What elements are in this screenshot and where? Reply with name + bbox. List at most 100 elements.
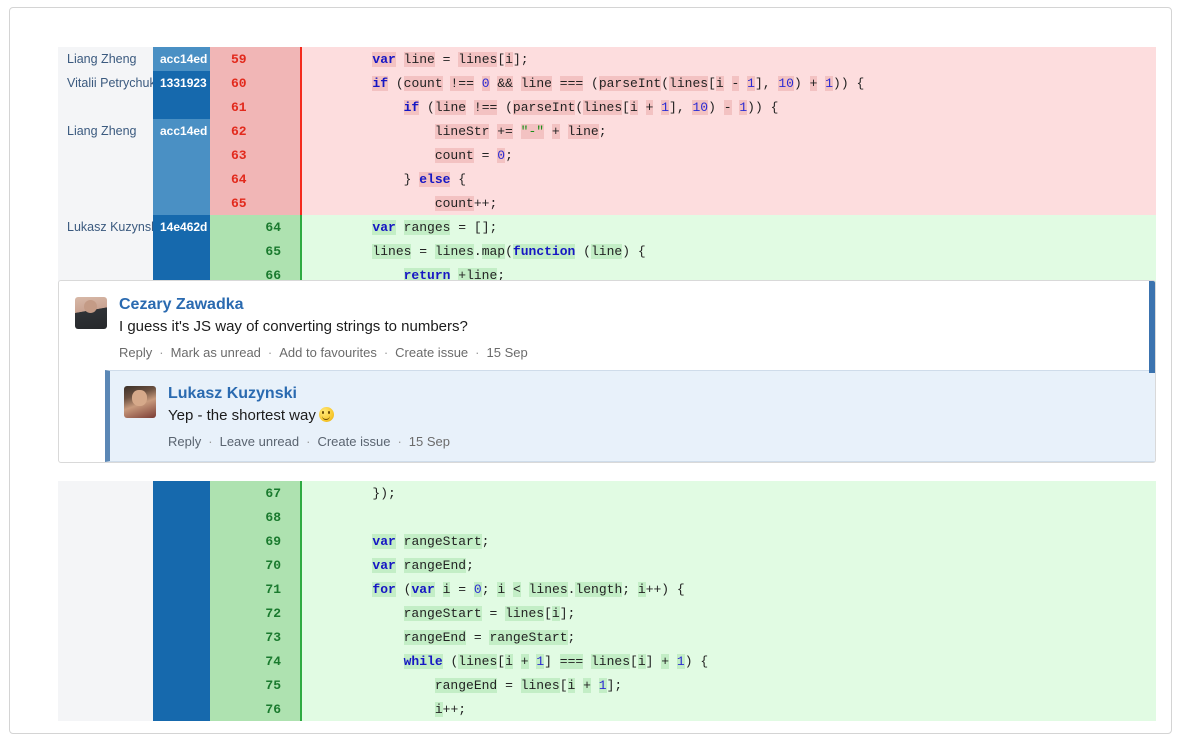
diff-line-add-71[interactable]: 71 for (var i = 0; i < lines.length; i++… xyxy=(58,577,1156,601)
blame-author[interactable]: Vitalii Petrychuk xyxy=(58,71,153,95)
line-number[interactable]: 67 xyxy=(210,481,302,505)
commit-hash-link[interactable]: acc14ed xyxy=(153,47,210,71)
comment-author-name[interactable]: Cezary Zawadka xyxy=(119,296,244,313)
line-number[interactable]: 65 xyxy=(210,239,302,263)
avatar-lukasz-kuzynski[interactable] xyxy=(124,386,156,418)
reply-action-create-issue[interactable]: Create issue xyxy=(317,434,391,449)
code-line: lines = lines.map(function (line) { xyxy=(302,239,1156,263)
blame-author-empty xyxy=(58,601,153,625)
commit-hash-empty xyxy=(153,649,210,673)
action-separator: · xyxy=(208,434,213,449)
line-number[interactable]: 64 xyxy=(210,215,302,239)
slightly-smiling-face-icon xyxy=(318,407,334,422)
line-number[interactable]: 60 xyxy=(210,71,302,95)
diff-line-del-63[interactable]: 63 count = 0; xyxy=(58,143,1156,167)
line-number[interactable]: 70 xyxy=(210,553,302,577)
diff-line-add-69[interactable]: 69 var rangeStart; xyxy=(58,529,1156,553)
diff-line-add-72[interactable]: 72 rangeStart = lines[i]; xyxy=(58,601,1156,625)
line-number[interactable]: 75 xyxy=(210,673,302,697)
diff-line-del-64[interactable]: 64 } else { xyxy=(58,167,1156,191)
commit-hash-empty xyxy=(153,601,210,625)
comment-thread: Cezary Zawadka I guess it's JS way of co… xyxy=(58,280,1156,463)
commit-hash-link[interactable]: 14e462d xyxy=(153,215,210,239)
line-number[interactable]: 59 xyxy=(210,47,302,71)
line-number[interactable]: 62 xyxy=(210,119,302,143)
line-number[interactable]: 61 xyxy=(210,95,302,119)
line-number[interactable]: 76 xyxy=(210,697,302,721)
line-number[interactable]: 71 xyxy=(210,577,302,601)
comment-text: I guess it's JS way of converting string… xyxy=(119,318,468,335)
blame-author-empty xyxy=(58,481,153,505)
diff-line-add-68[interactable]: 68 xyxy=(58,505,1156,529)
diff-line-add-73[interactable]: 73 rangeEnd = rangeStart; xyxy=(58,625,1156,649)
reply-author-name[interactable]: Lukasz Kuzynski xyxy=(168,385,297,402)
commit-hash-empty xyxy=(153,625,210,649)
blame-author[interactable]: Liang Zheng xyxy=(58,119,153,143)
diff-line-add-70[interactable]: 70 var rangeEnd; xyxy=(58,553,1156,577)
diff-line-del-65[interactable]: 65 count++; xyxy=(58,191,1156,215)
code-line: while (lines[i + 1] === lines[i] + 1) { xyxy=(302,649,1156,673)
code-line: }); xyxy=(302,481,1156,505)
blame-author-empty xyxy=(58,95,153,119)
comment-action-create-issue[interactable]: Create issue xyxy=(395,345,469,360)
line-number[interactable]: 68 xyxy=(210,505,302,529)
action-separator: · xyxy=(383,345,389,360)
comment-main: Cezary Zawadka I guess it's JS way of co… xyxy=(59,281,1155,370)
commit-hash-link[interactable]: 1331923 xyxy=(153,71,210,95)
blame-author-empty xyxy=(58,625,153,649)
commit-hash-link[interactable]: acc14ed xyxy=(153,119,210,143)
commit-hash-empty xyxy=(153,697,210,721)
avatar-cezary-zawadka[interactable] xyxy=(75,297,107,329)
comment-action-add-to-favourites[interactable]: Add to favourites xyxy=(279,345,377,360)
blame-author-empty xyxy=(58,505,153,529)
blame-author-empty xyxy=(58,649,153,673)
diff-line-add-65[interactable]: 65 lines = lines.map(function (line) { xyxy=(58,239,1156,263)
line-number[interactable]: 72 xyxy=(210,601,302,625)
diff-line-add-74[interactable]: 74 while (lines[i + 1] === lines[i] + 1)… xyxy=(58,649,1156,673)
commit-hash-empty xyxy=(153,143,210,167)
diff-line-add-67[interactable]: 67 }); xyxy=(58,481,1156,505)
diff-block-bottom: 67 });68 69 var rangeStart;70 var rangeE… xyxy=(58,481,1156,721)
line-number[interactable]: 69 xyxy=(210,529,302,553)
commit-hash-empty xyxy=(153,191,210,215)
reply-action-reply[interactable]: Reply xyxy=(168,434,202,449)
line-number[interactable]: 64 xyxy=(210,167,302,191)
blame-author-empty xyxy=(58,239,153,263)
line-number[interactable]: 73 xyxy=(210,625,302,649)
commit-hash-empty xyxy=(153,505,210,529)
blame-author-empty xyxy=(58,529,153,553)
code-line: var rangeStart; xyxy=(302,529,1156,553)
comment-reply: Lukasz Kuzynski Yep - the shortest way R… xyxy=(105,370,1155,462)
line-number[interactable]: 63 xyxy=(210,143,302,167)
comment-action-mark-as-unread[interactable]: Mark as unread xyxy=(170,345,261,360)
code-line: rangeStart = lines[i]; xyxy=(302,601,1156,625)
blame-author-empty xyxy=(58,167,153,191)
commit-hash-empty xyxy=(153,529,210,553)
action-separator: · xyxy=(397,434,402,449)
code-line: lineStr += "-" + line; xyxy=(302,119,1156,143)
diff-line-add-76[interactable]: 76 i++; xyxy=(58,697,1156,721)
line-number[interactable]: 74 xyxy=(210,649,302,673)
diff-line-add-75[interactable]: 75 rangeEnd = lines[i + 1]; xyxy=(58,673,1156,697)
blame-author[interactable]: Liang Zheng xyxy=(58,47,153,71)
comment-action-reply[interactable]: Reply xyxy=(119,345,153,360)
code-line: i++; xyxy=(302,697,1156,721)
code-line: var ranges = []; xyxy=(302,215,1156,239)
reply-text-body: Yep - the shortest way xyxy=(168,407,316,424)
diff-line-del-61[interactable]: 61 if (line !== (parseInt(lines[i + 1], … xyxy=(58,95,1156,119)
action-separator: · xyxy=(267,345,273,360)
commit-hash-empty xyxy=(153,239,210,263)
blame-author[interactable]: Lukasz Kuzynski xyxy=(58,215,153,239)
reply-action-leave-unread[interactable]: Leave unread xyxy=(219,434,300,449)
code-line: count = 0; xyxy=(302,143,1156,167)
commit-hash-empty xyxy=(153,95,210,119)
line-number[interactable]: 65 xyxy=(210,191,302,215)
commit-hash-empty xyxy=(153,673,210,697)
